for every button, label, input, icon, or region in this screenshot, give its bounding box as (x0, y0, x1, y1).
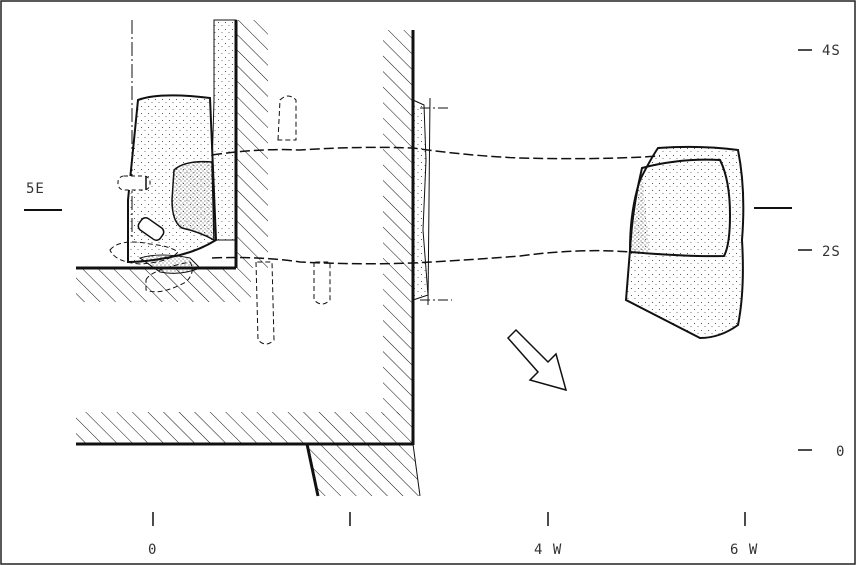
bottom-wall (76, 412, 413, 444)
beam-bottom-edge (211, 249, 631, 265)
label-4s: 4S (822, 43, 841, 59)
lower-stub-edge (412, 443, 421, 497)
peg-bottom-left (145, 261, 193, 293)
central-wall (383, 30, 413, 415)
peg-top (277, 95, 297, 141)
fragment-rubble (138, 254, 201, 274)
label-0-bottom: 0 (148, 542, 157, 558)
center-vertical-thin (427, 97, 431, 306)
fragment-left-low (109, 241, 179, 265)
stone-block-recess (171, 160, 215, 242)
peg-bottom-b (313, 261, 331, 305)
upper-left-wall (236, 20, 268, 268)
label-0-right: 0 (836, 444, 845, 460)
stone-block-right-shading (630, 170, 650, 255)
label-4w: 4 W (534, 542, 562, 558)
horizontal-wall-left (76, 268, 251, 302)
peg-left-upper (117, 175, 151, 191)
peg-bottom-a (255, 261, 275, 345)
arrow-southeast-icon (506, 328, 568, 392)
stone-block-right-socket (628, 158, 732, 258)
lower-stub-fill (307, 444, 420, 496)
plaster-strip-center (412, 99, 429, 301)
label-5e: 5E (26, 181, 45, 197)
label-6w: 6 W (730, 542, 758, 558)
peg-left-lower (137, 217, 165, 241)
label-2s: 2S (822, 244, 841, 260)
beam-top-edge (211, 146, 661, 160)
lower-stub-face (305, 443, 320, 497)
